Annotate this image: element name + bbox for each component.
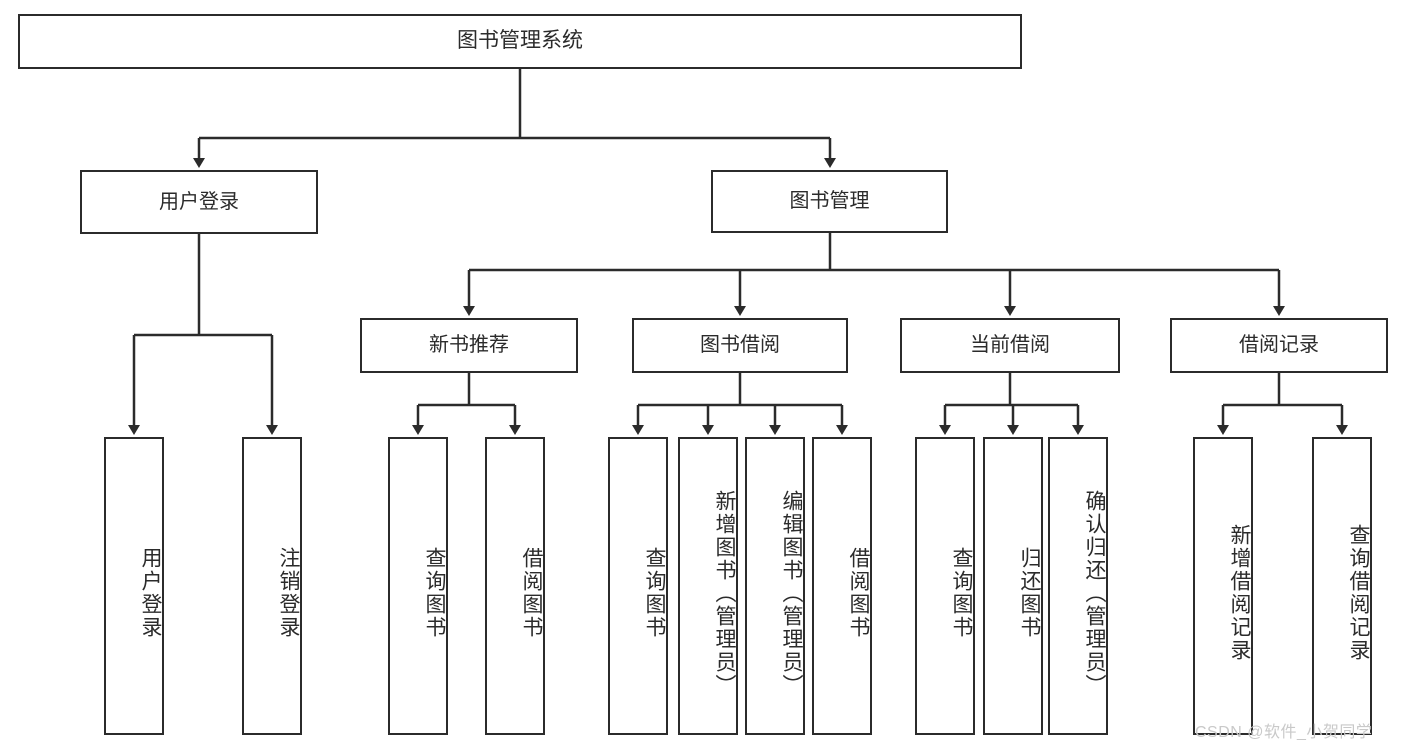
node-label: 确认归还（管理员） — [1083, 489, 1106, 697]
node-label: 归还图书 — [1018, 547, 1041, 639]
node-label: 借阅图书 — [520, 547, 543, 639]
node-label: 查询图书 — [423, 547, 446, 639]
node-leaf-query-books-3[interactable]: 查询图书 — [915, 437, 975, 735]
node-leaf-query-books-2[interactable]: 查询图书 — [608, 437, 668, 735]
node-leaf-add-book-admin[interactable]: 新增图书（管理员） — [678, 437, 738, 735]
node-label: 新增图书（管理员） — [713, 489, 736, 697]
node-label: 查询图书 — [950, 547, 973, 639]
node-label: 图书借阅 — [700, 334, 780, 356]
node-label: 用户登录 — [159, 190, 239, 213]
node-book-borrow[interactable]: 图书借阅 — [632, 318, 848, 373]
node-label: 新增借阅记录 — [1228, 524, 1251, 662]
csdn-watermark: CSDN @软件_小贺同学 — [1195, 724, 1373, 741]
node-leaf-logout-login[interactable]: 注销登录 — [242, 437, 302, 735]
node-label: 当前借阅 — [970, 334, 1050, 356]
node-label: 图书管理 — [789, 190, 870, 212]
node-leaf-borrow-books-1[interactable]: 借阅图书 — [485, 437, 545, 735]
node-leaf-user-login[interactable]: 用户登录 — [104, 437, 164, 735]
node-system-root[interactable]: 图书管理系统 — [18, 14, 1022, 69]
node-leaf-return-books[interactable]: 归还图书 — [983, 437, 1043, 735]
node-label: 借阅图书 — [847, 547, 870, 639]
node-label: 查询借阅记录 — [1347, 524, 1370, 662]
node-leaf-query-books-1[interactable]: 查询图书 — [388, 437, 448, 735]
node-current-borrow[interactable]: 当前借阅 — [900, 318, 1120, 373]
node-label: 新书推荐 — [429, 334, 509, 356]
node-borrow-record[interactable]: 借阅记录 — [1170, 318, 1388, 373]
node-label: 注销登录 — [277, 547, 300, 639]
node-leaf-query-borrow-record[interactable]: 查询借阅记录 — [1312, 437, 1372, 735]
node-label: 编辑图书（管理员） — [780, 489, 803, 697]
node-leaf-add-borrow-record[interactable]: 新增借阅记录 — [1193, 437, 1253, 735]
node-leaf-edit-book-admin[interactable]: 编辑图书（管理员） — [745, 437, 805, 735]
node-leaf-borrow-books-2[interactable]: 借阅图书 — [812, 437, 872, 735]
node-leaf-confirm-return-admin[interactable]: 确认归还（管理员） — [1048, 437, 1108, 735]
node-label: 借阅记录 — [1239, 334, 1319, 356]
node-user-login[interactable]: 用户登录 — [80, 170, 318, 234]
node-book-management[interactable]: 图书管理 — [711, 170, 948, 233]
node-label: 图书管理系统 — [457, 29, 583, 53]
node-label: 查询图书 — [643, 547, 666, 639]
node-label: 用户登录 — [139, 547, 162, 639]
node-new-book-recommend[interactable]: 新书推荐 — [360, 318, 578, 373]
